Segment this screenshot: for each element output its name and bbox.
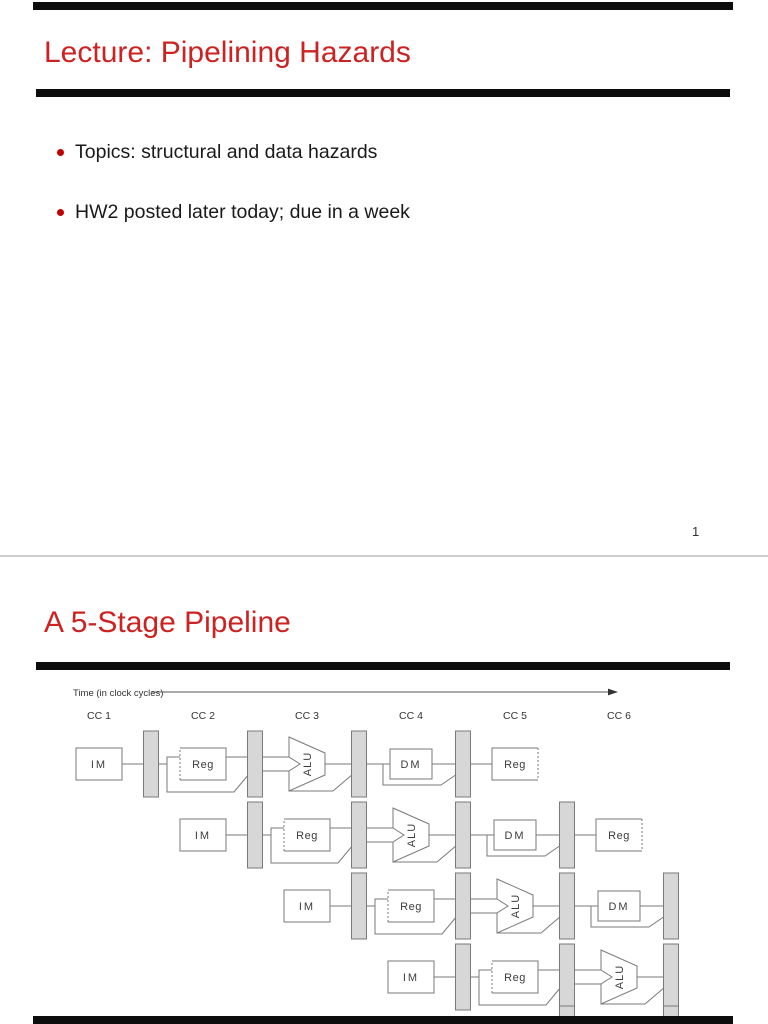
alu-shape xyxy=(392,807,430,863)
clock-cycle-label: CC 6 xyxy=(607,710,631,722)
alu-label: ALU xyxy=(302,752,314,776)
wire xyxy=(590,906,666,928)
pipeline-latch xyxy=(351,872,367,940)
im-box xyxy=(387,960,435,994)
alu-shape xyxy=(496,878,534,934)
slide2-title-rule xyxy=(36,662,730,670)
reg-label: Reg xyxy=(192,759,214,771)
alu-label: ALU xyxy=(614,965,626,989)
reg-read-box xyxy=(180,748,226,780)
pipeline-latch xyxy=(247,730,263,798)
bottom-edge-rule xyxy=(33,1016,733,1024)
wire xyxy=(486,835,562,857)
wire xyxy=(393,844,458,863)
reg-read-box xyxy=(284,819,330,851)
pipeline-latch xyxy=(351,730,367,798)
bullet-text: HW2 posted later today; due in a week xyxy=(75,201,410,223)
bullet-dot-icon xyxy=(57,209,64,216)
pipeline-latch xyxy=(455,730,471,798)
wire xyxy=(166,764,250,793)
slide2-title: A 5-Stage Pipeline xyxy=(44,606,291,639)
time-axis-label: Time (in clock cycles) xyxy=(73,688,163,699)
alu-shape xyxy=(288,736,326,792)
bullet-text: Topics: structural and data hazards xyxy=(75,141,378,163)
pipeline-latch xyxy=(455,801,471,869)
dm-box xyxy=(597,890,641,922)
im-label: IM xyxy=(299,901,315,913)
im-label: IM xyxy=(91,759,107,771)
pipeline-latch xyxy=(455,872,471,940)
pipeline-latch xyxy=(559,872,575,940)
reg-label: Reg xyxy=(608,830,630,842)
reg-read-border xyxy=(180,747,227,781)
pipeline-latch xyxy=(143,730,159,798)
reg-write-box xyxy=(596,819,642,851)
im-label: IM xyxy=(403,972,419,984)
wire xyxy=(478,977,562,1006)
reg-label: Reg xyxy=(400,901,422,913)
wire xyxy=(289,773,354,792)
pipeline-latch xyxy=(559,801,575,869)
reg-write-box xyxy=(492,748,538,780)
im-label: IM xyxy=(195,830,211,842)
reg-read-box xyxy=(492,961,538,993)
wire xyxy=(601,986,666,1005)
im-box xyxy=(283,889,331,923)
bullet-dot-icon xyxy=(57,149,64,156)
pipeline-latch xyxy=(351,801,367,869)
dm-label: DM xyxy=(504,830,525,842)
pipeline-latch xyxy=(455,943,471,1011)
im-box xyxy=(179,818,227,852)
top-edge-rule xyxy=(33,2,733,10)
pipeline-latch xyxy=(247,801,263,869)
dm-box xyxy=(389,748,433,780)
wire xyxy=(497,915,562,934)
slide1-title: Lecture: Pipelining Hazards xyxy=(44,36,411,69)
clock-cycle-label: CC 3 xyxy=(295,710,319,722)
alu-label: ALU xyxy=(406,823,418,847)
wire xyxy=(374,906,458,935)
reg-read-border xyxy=(388,889,435,923)
reg-label: Reg xyxy=(504,972,526,984)
slide-separator xyxy=(0,555,768,557)
pipeline-latch xyxy=(559,943,575,1011)
pipeline-latch xyxy=(663,872,679,940)
alu-shape xyxy=(600,949,638,1005)
bullet-item: HW2 posted later today; due in a week xyxy=(57,201,410,224)
time-axis-arrowhead xyxy=(608,688,618,696)
dm-label: DM xyxy=(608,901,629,913)
bullet-item: Topics: structural and data hazards xyxy=(57,141,377,164)
alu-label: ALU xyxy=(510,894,522,918)
wire xyxy=(382,764,458,786)
reg-write-border xyxy=(491,747,538,781)
reg-read-box xyxy=(388,890,434,922)
reg-read-border xyxy=(284,818,331,852)
dm-box xyxy=(493,819,537,851)
clock-cycle-label: CC 2 xyxy=(191,710,215,722)
pipeline-diagram: Time (in clock cycles) CC 1 CC 2 CC 3 CC 4 CC… xyxy=(73,688,679,1024)
page-number: 1 xyxy=(692,524,700,539)
slide1-title-rule xyxy=(36,89,730,97)
reg-read-border xyxy=(492,960,539,994)
im-box xyxy=(75,747,123,781)
clock-cycle-label: CC 5 xyxy=(503,710,527,722)
reg-label: Reg xyxy=(504,759,526,771)
reg-write-border xyxy=(595,818,642,852)
reg-label: Reg xyxy=(296,830,318,842)
clock-cycle-label: CC 4 xyxy=(399,710,423,722)
clock-cycle-label: CC 1 xyxy=(87,710,111,722)
pipeline-latch xyxy=(663,943,679,1011)
dm-label: DM xyxy=(400,759,421,771)
wire xyxy=(270,835,354,864)
